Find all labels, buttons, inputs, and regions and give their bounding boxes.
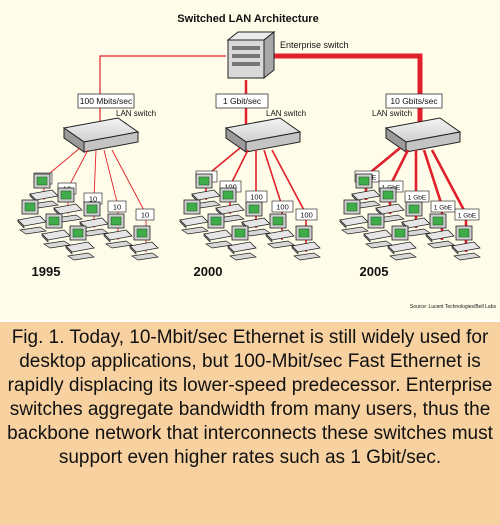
lan-switch-label-2005: LAN switch xyxy=(372,109,412,118)
workstation-icon xyxy=(29,173,59,209)
workstation-icon xyxy=(375,187,405,223)
lan-switch-label-1995: LAN switch xyxy=(116,109,156,118)
workstation-icon xyxy=(215,187,245,223)
port-label: 10 xyxy=(141,211,149,220)
enterprise-switch-label: Enterprise switch xyxy=(280,40,349,50)
workstation-icon xyxy=(227,225,257,261)
lan-switch-label-2000: LAN switch xyxy=(266,109,306,118)
source-note: Source: Lucent Technologies/Bell Labs xyxy=(410,304,497,310)
port-label: 100 xyxy=(250,193,263,202)
year-label-1995: 1995 xyxy=(32,264,61,279)
workstation-icon xyxy=(129,225,159,261)
workstation-icon xyxy=(41,213,71,249)
backbone-link-2005 xyxy=(268,53,423,150)
lan-switch-2005 xyxy=(384,117,462,153)
lan-switch-2000 xyxy=(224,117,302,153)
diagram-area: Switched LAN Architecture Enterprise swi… xyxy=(0,0,500,320)
workstation-icon xyxy=(339,199,369,235)
lan-architecture-diagram: Switched LAN Architecture Enterprise swi… xyxy=(17,13,497,310)
port-label: 10 xyxy=(113,203,121,212)
workstation-icon xyxy=(179,199,209,235)
workstation-icon xyxy=(103,213,133,249)
port-label: 100 xyxy=(276,203,289,212)
workstations-2000 xyxy=(179,173,321,261)
port-label: 10 xyxy=(89,195,97,204)
workstation-icon xyxy=(65,225,95,261)
uplink-label-2000: 1 Gbit/sec xyxy=(215,93,269,109)
port-label: 1 GbE xyxy=(434,205,453,212)
uplink-label-2005: 10 Gbits/sec xyxy=(385,93,443,109)
port-label: 100 xyxy=(224,183,237,192)
backbone-link-1995 xyxy=(99,55,226,150)
diagram-title: Switched LAN Architecture xyxy=(177,13,318,25)
workstation-icon xyxy=(451,225,481,261)
lan-switch-1995 xyxy=(62,117,140,153)
uplink-text-1995: 100 Mbits/sec xyxy=(80,96,133,106)
port-label: 100 xyxy=(300,211,313,220)
workstation-icon xyxy=(53,187,83,223)
figure-caption: Fig. 1. Today, 10-Mbit/sec Ethernet is s… xyxy=(0,322,500,525)
workstation-icon xyxy=(387,225,417,261)
year-label-2000: 2000 xyxy=(194,264,223,279)
uplink-label-1995: 100 Mbits/sec xyxy=(77,93,135,109)
workstations-1995 xyxy=(17,173,159,261)
port-label: 1 GbE xyxy=(458,213,477,220)
workstations-2005 xyxy=(339,173,481,261)
uplink-text-2000: 1 Gbit/sec xyxy=(223,96,262,106)
workstation-icon xyxy=(291,225,321,261)
year-label-2005: 2005 xyxy=(360,264,389,279)
uplink-text-2005: 10 Gbits/sec xyxy=(390,96,438,106)
workstation-icon xyxy=(203,213,233,249)
workstation-icon xyxy=(425,213,455,249)
workstation-icon xyxy=(265,213,295,249)
port-label: 1 GbE xyxy=(408,195,427,202)
enterprise-switch xyxy=(226,30,276,80)
